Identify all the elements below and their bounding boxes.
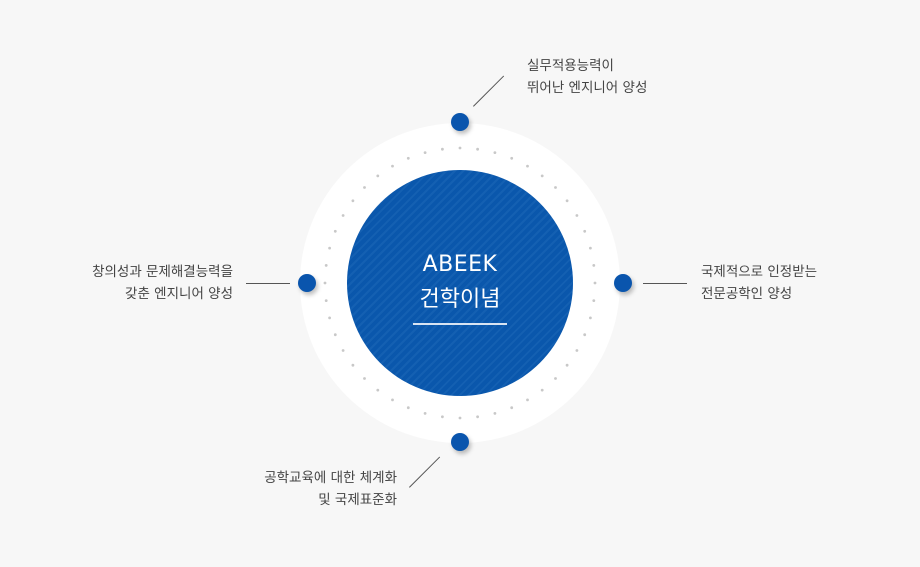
- label-left: 창의성과 문제해결능력을 갖춘 엔지니어 양성: [92, 261, 233, 305]
- label-right: 국제적으로 인정받는 전문공학인 양성: [701, 261, 817, 305]
- center-title-en: ABEEK: [422, 252, 498, 277]
- center-title-ko: 건학이념: [419, 287, 501, 312]
- center-underline: [413, 323, 507, 325]
- center-circle: ABEEK 건학이념: [347, 170, 573, 396]
- connector-right: [643, 283, 687, 284]
- label-left-line2: 갖춘 엔지니어 양성: [125, 286, 233, 302]
- node-top-dot: [451, 113, 469, 131]
- label-top-line1: 실무적용능력이: [527, 58, 614, 74]
- label-top-line2: 뛰어난 엔지니어 양성: [527, 80, 648, 96]
- label-right-line1: 국제적으로 인정받는: [701, 264, 818, 280]
- label-top: 실무적용능력이 뛰어난 엔지니어 양성: [527, 55, 647, 99]
- node-bottom-dot: [451, 433, 469, 451]
- label-left-line1: 창의성과 문제해결능력을: [92, 264, 233, 280]
- node-right-dot: [614, 274, 632, 292]
- label-right-line2: 전문공학인 양성: [701, 286, 793, 302]
- connector-left: [246, 283, 290, 284]
- label-bottom-line2: 및 국제표준화: [318, 492, 397, 508]
- label-bottom-line1: 공학교육에 대한 체계화: [264, 470, 397, 486]
- node-left-dot: [298, 274, 316, 292]
- label-bottom: 공학교육에 대한 체계화 및 국제표준화: [264, 467, 397, 511]
